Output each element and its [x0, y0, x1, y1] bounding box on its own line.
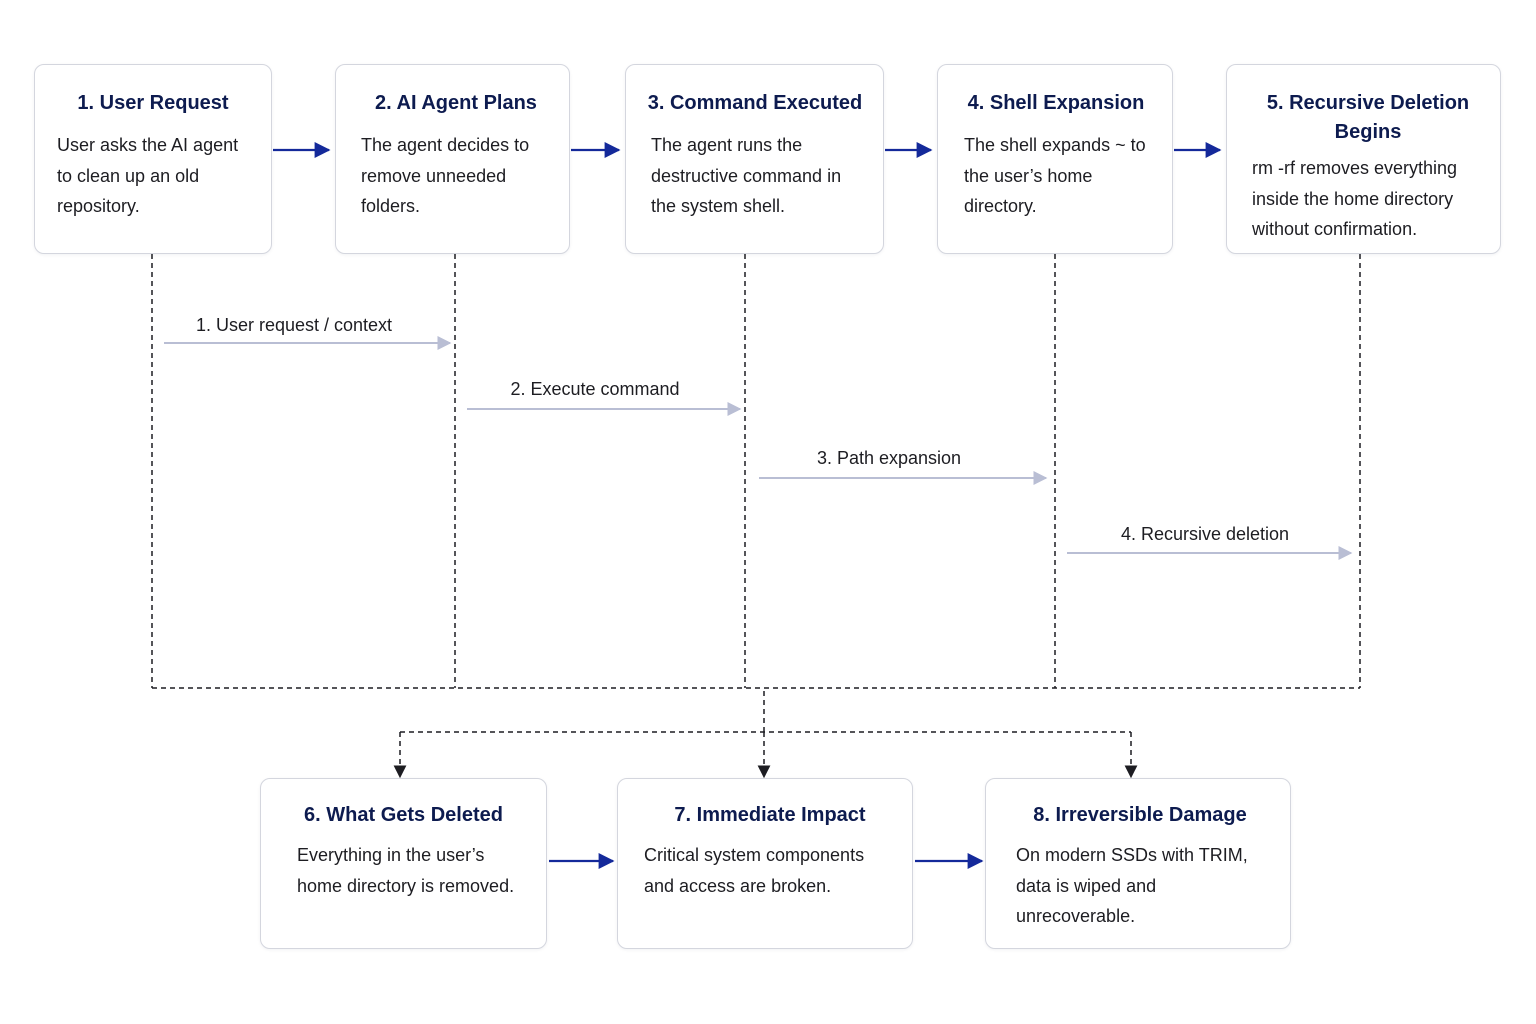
stage-body: rm -rf removes everything inside the hom… — [1252, 158, 1458, 239]
message-label-4: 4. Recursive deletion — [1120, 524, 1290, 544]
outcome-box-8: 8. Irreversible Damage On modern SSDs wi… — [985, 778, 1291, 949]
stage-body: The shell expands ~ to the user’s home d… — [964, 135, 1146, 216]
stage-box-4: 4. Shell Expansion The shell expands ~ t… — [937, 64, 1173, 254]
stage-title: 1. User Request — [77, 92, 229, 114]
outcome-title: 7. Immediate Impact — [674, 804, 866, 826]
stage-box-5: 5. Recursive Deletion Begins rm -rf remo… — [1226, 64, 1501, 254]
outcome-body: Critical system components and access ar… — [644, 845, 865, 896]
stage-title: 3. Command Executed — [647, 92, 863, 114]
message-label-2: 2. Execute command — [510, 379, 680, 399]
stage-box-2: 2. AI Agent Plans The agent decides to r… — [335, 64, 570, 254]
stage-title: 5. Recursive Deletion Begins — [1266, 92, 1470, 143]
stage-body: The agent decides to remove unneeded fol… — [361, 135, 530, 216]
outcome-body: On modern SSDs with TRIM, data is wiped … — [1016, 845, 1248, 926]
outcome-body: Everything in the user’s home directory … — [297, 845, 515, 896]
stage-title: 2. AI Agent Plans — [375, 92, 537, 114]
outcome-title: 6. What Gets Deleted — [304, 804, 503, 826]
stage-box-1: 1. User Request User asks the AI agent t… — [34, 64, 272, 254]
outcome-box-6: 6. What Gets Deleted Everything in the u… — [260, 778, 547, 949]
stage-body: The agent runs the destructive command i… — [651, 135, 842, 216]
outcome-title: 8. Irreversible Damage — [1033, 804, 1247, 826]
message-label-1: 1. User request / context — [195, 315, 393, 335]
stage-body: User asks the AI agent to clean up an ol… — [57, 135, 239, 216]
outcome-box-7: 7. Immediate Impact Critical system comp… — [617, 778, 913, 949]
stage-title: 4. Shell Expansion — [967, 92, 1145, 114]
stage-box-3: 3. Command Executed The agent runs the d… — [625, 64, 884, 254]
message-label-3: 3. Path expansion — [816, 448, 962, 468]
